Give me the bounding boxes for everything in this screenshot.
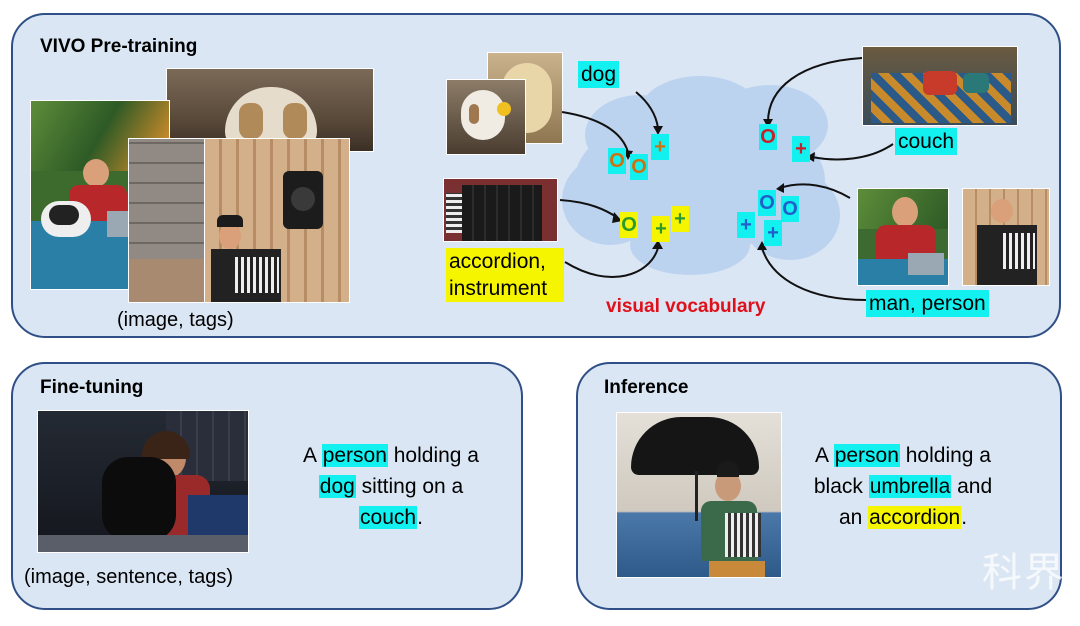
symbol-plus: +: [792, 136, 810, 162]
arrowhead: [612, 212, 622, 223]
inference-sentence: A person holding a black umbrella and an…: [798, 440, 1008, 533]
finetune-sentence-line2: dog sitting on a: [318, 475, 464, 498]
arrowhead: [652, 240, 663, 249]
collage-photo-stone-wall: [128, 138, 214, 303]
symbol-o: O: [758, 190, 776, 216]
symbol-plus: +: [671, 206, 689, 232]
finetune-photo-woman-dog: [37, 410, 249, 553]
arrow-man-img-to-cloud: [779, 183, 851, 199]
thumb-accordion: [443, 178, 558, 242]
symbol-o: O: [620, 212, 638, 238]
tag-accordion-line1: accordion,: [446, 248, 564, 275]
inference-title: Inference: [604, 377, 689, 398]
symbol-plus: +: [651, 134, 669, 160]
inference-sentence-line3: an accordion.: [838, 506, 968, 529]
symbol-o: O: [608, 148, 626, 174]
symbol-plus: +: [764, 220, 782, 246]
cloud-shape: [562, 76, 840, 275]
pretraining-caption: (image, tags): [117, 309, 234, 331]
inference-sentence-line1: A person holding a: [815, 444, 991, 467]
symbol-plus: +: [652, 216, 670, 242]
symbol-o: O: [781, 196, 799, 222]
thumb-dog-flower: [446, 79, 526, 155]
arrowhead: [763, 119, 773, 128]
watermark: 科界: [982, 550, 1066, 596]
arrow-couch-img-to-cloud: [767, 57, 863, 123]
inference-photo-umbrella-accordion: [616, 412, 782, 578]
pretraining-title: VIVO Pre-training: [40, 36, 198, 57]
thumb-man-laptop: [857, 188, 949, 286]
arrowhead: [776, 183, 784, 193]
finetune-sentence-line3: couch.: [359, 506, 423, 529]
tag-dog: dog: [578, 61, 620, 88]
symbol-plus: +: [737, 212, 755, 238]
thumb-accordion-player: [962, 188, 1050, 286]
tag-accordion-line2: instrument: [446, 275, 564, 302]
arrow-accordion-tag-to-cloud: [564, 247, 659, 278]
inference-sentence-line2: black umbrella and: [813, 475, 993, 498]
collage-photo-accordion-player: [204, 138, 350, 303]
arrow-dog-to-cloud: [561, 111, 629, 153]
finetuning-caption: (image, sentence, tags): [24, 566, 233, 588]
arrow-man-tag-to-cloud: [761, 247, 867, 301]
arrow-couch-tag-to-cloud: [811, 143, 894, 161]
thumb-couch: [862, 46, 1018, 126]
finetune-sentence-line1: A person holding a: [303, 444, 479, 467]
arrow-dog-tag-to-cloud: [635, 91, 659, 129]
arrowhead: [806, 152, 815, 162]
symbol-o: O: [630, 154, 648, 180]
visual-vocabulary-label: visual vocabulary: [606, 296, 766, 317]
tag-man-person: man, person: [866, 290, 989, 317]
symbol-o: O: [759, 124, 777, 150]
arrowhead: [653, 126, 663, 135]
finetune-sentence: A person holding a dog sitting on a couc…: [286, 440, 496, 533]
tag-couch: couch: [895, 128, 958, 155]
finetuning-title: Fine-tuning: [40, 377, 144, 398]
arrowhead: [757, 241, 767, 250]
